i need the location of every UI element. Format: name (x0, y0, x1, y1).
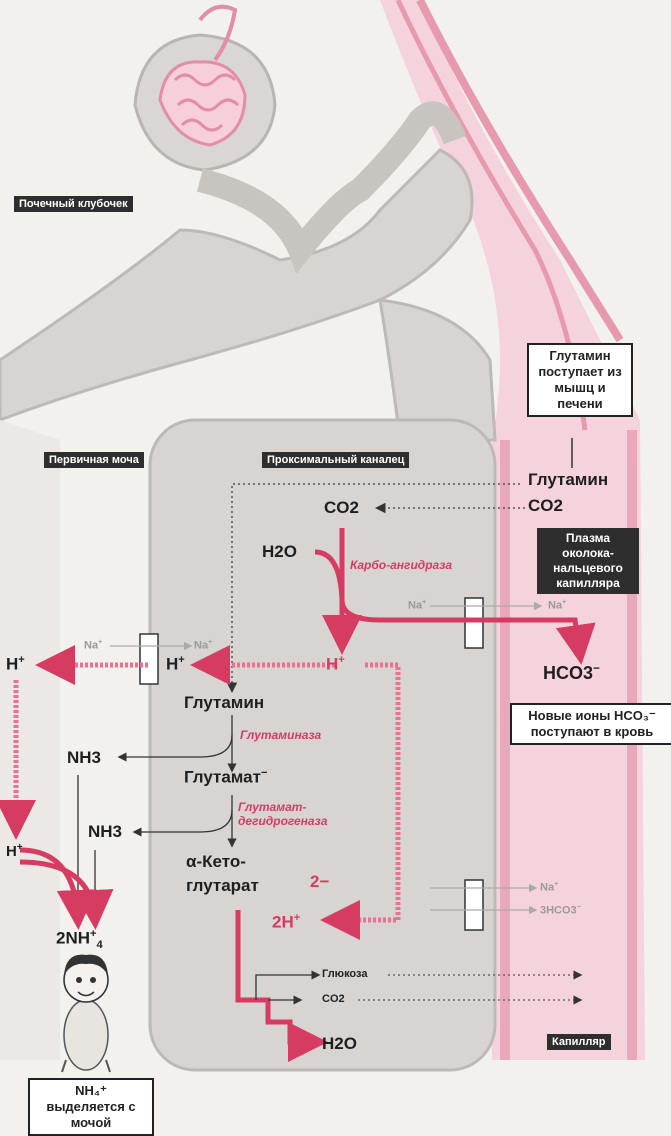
glutamate: Глутамат− (184, 767, 267, 788)
h2o-bottom: H2O (322, 1034, 357, 1054)
nh3-first: NH3 (67, 748, 101, 768)
glucose: Глюкоза (322, 968, 367, 980)
hco3-bottom: 3HCO3− (540, 903, 581, 917)
co2-cell: CO2 (324, 498, 359, 518)
child-figure (62, 955, 110, 1072)
glutaminase-label: Глутаминаза (240, 728, 321, 742)
capillary-label: Капилляр (547, 1034, 611, 1050)
h-plus-cell: H+ (326, 654, 345, 675)
alpha-ketoglutarate: α-Кето-глутарат (186, 850, 301, 898)
proximal-tubule-label: Проксимальный каналец (262, 452, 409, 468)
nh3-second: NH3 (88, 822, 122, 842)
hco3: HCO3− (543, 662, 600, 684)
new-ions-box: Новые ионы HCO₃⁻ поступают в кровь (510, 703, 671, 745)
na-top-right: Na+ (548, 598, 566, 612)
glutamate-dehydrogenase-label: Глутамат-дегидрогеназа (238, 800, 368, 828)
primary-urine-label: Первичная моча (44, 452, 144, 468)
h2o-top: H2O (262, 542, 297, 562)
na-bottom: Na+ (540, 880, 558, 894)
nh4-excreted-box: NH₄⁺ выделяется с мочой (28, 1078, 154, 1136)
glomerulus-label: Почечный клубочек (14, 196, 133, 212)
co2-plasma: CO2 (528, 496, 563, 516)
charge-2minus: 2− (310, 872, 329, 892)
two-h-plus: 2H+ (272, 912, 300, 933)
glomerulus-shape (135, 7, 275, 170)
h-plus-lumen-lower: H+ (6, 842, 23, 860)
convoluted-tubule (0, 113, 495, 440)
plasma-box: Плазма околока-нальцевого капилляра (537, 528, 639, 594)
na-lumen-right: Na+ (194, 638, 212, 652)
h-plus-lumen: H+ (6, 654, 25, 675)
glutamine-cell: Глутамин (184, 693, 264, 713)
co2-small: CO2 (322, 993, 345, 1005)
na-lumen-left: Na+ (84, 638, 102, 652)
carbonic-anhydrase-label: Карбо-ангидраза (350, 558, 452, 572)
glutamine-plasma: Глутамин (528, 470, 608, 490)
glutamine-source-box: Глутамин поступает из мышц и печени (527, 343, 633, 417)
na-top-left: Na+ (408, 598, 426, 612)
lumen-area (0, 420, 60, 1060)
h-plus-membrane: H+ (166, 654, 185, 675)
luminal-transporter (140, 634, 158, 684)
two-nh4: 2NH+4 (56, 928, 103, 951)
